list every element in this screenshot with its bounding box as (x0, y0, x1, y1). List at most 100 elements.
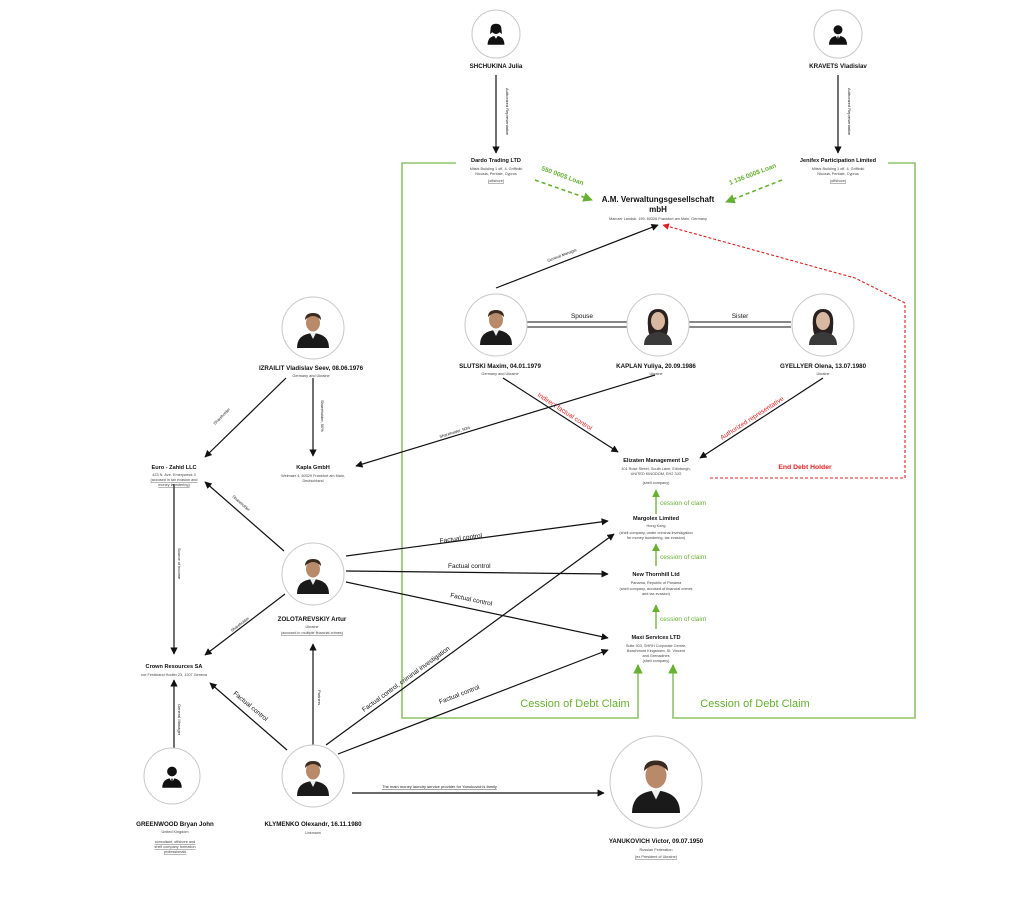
person-note: (ex President of Ukraine) (635, 855, 678, 859)
company-address-line-1: Weimaer 4, 60329 Frankfurt am Main, (281, 474, 345, 478)
edge-gyellyer-elizaten (699, 377, 824, 459)
company-crown: Crown Resources SA rue Ferdinand Hodler … (141, 664, 208, 677)
company-address-line-1: Mitsis Building 1 off. 4, Griffiniki (812, 167, 865, 171)
cession-debt-label-1: Cession of Debt Claim (520, 698, 629, 710)
cession-debt-frame-left (401, 162, 643, 719)
edge-klymenko-crown (209, 682, 288, 751)
edge-slutski-am (495, 223, 659, 289)
edge-zolotarevskiy-euro (204, 481, 285, 552)
company-address-line-1: Suite 303, SHRH Corporate Centre, (626, 644, 686, 648)
edge-label-zol-euro: Shareholder (231, 494, 251, 513)
person-country: Ukraine (649, 372, 662, 376)
person-slutski: SLUTSKI Maxim, 04.01.1979 Germany and Uk… (459, 293, 541, 376)
company-note-line-2: money laundering) (158, 483, 190, 487)
person-gyellyer: GYELLYER Olena, 13.07.1980 Ukraine (780, 293, 867, 376)
company-note: (offshore) (488, 179, 505, 183)
person-kravets: KRAVETS Vladislav (809, 9, 867, 70)
company-note: (shell company) (643, 659, 671, 663)
edge-klymenko-margolex (325, 533, 615, 746)
person-shchukina: SHCHUKINA Julia (470, 9, 523, 70)
company-name: Crown Resources SA (146, 664, 203, 670)
company-elizaten: Elizaten Management LP 101 Rose Street, … (621, 458, 690, 485)
person-name: ZOLOTAREVSKIY Artur (278, 616, 347, 623)
edge-kaplan-kapla (355, 374, 656, 468)
company-address: Mainzer Landstr. 195, 60326 Frankfurt am… (609, 217, 707, 221)
company-note-line-2: and tax evasion) (642, 592, 671, 596)
person-country: Germany and Ukraine (481, 372, 518, 376)
edge-label-izr-kapla: Shareholder, 50% (320, 400, 325, 432)
edge-klymenko-maxi (337, 648, 609, 755)
edge-label-partners: Partners (317, 690, 322, 705)
edge-label-fc-criminal: Factual control, criminal investigation (361, 645, 452, 714)
person-klymenko: KLYMENKO Olexandr, 16.11.1980 Unknown (264, 744, 362, 835)
edge-zol-maxi (345, 581, 609, 641)
edge-label-sister: Sister (732, 313, 749, 320)
edge-label-cession-2: cession of claim (660, 554, 706, 561)
person-country: United Kingdom (161, 830, 188, 834)
company-address-line-1: 423 N. Ave. Emeryweck 3 (152, 473, 195, 477)
person-name: YANUKOVICH Victor, 09.07.1950 (609, 838, 704, 845)
edge-loan-2 (725, 179, 783, 204)
company-note-line-1: (shell company, accused of financial cri… (620, 587, 693, 591)
company-jenifex: Jenifex Participation Limited Mitsis Bui… (800, 158, 877, 183)
company-name: New Thornhill Ltd (632, 572, 680, 578)
company-note-line-1: (shell company, under criminal investiga… (619, 531, 692, 535)
person-note: (accused in multiple financial crimes) (281, 631, 344, 635)
company-name: Elizaten Management LP (623, 458, 689, 464)
company-address-line-2: UNITED KINGDOM, EH2 3JG (631, 472, 682, 476)
edge-label-general-manager: General Manager (547, 247, 578, 263)
person-country: Ukraine (305, 625, 318, 629)
edge-label-indirect-control: Indirect factual control (536, 392, 594, 433)
edge-label-loan-1: 550 000$ Loan (540, 165, 584, 187)
person-izrailit: IZRAILIT Vladislav Seev, 08.06.1976 Germ… (259, 296, 364, 378)
company-name-line-2: mbH (649, 205, 667, 214)
company-name: Jenifex Participation Limited (800, 158, 877, 164)
company-address-line-1: 101 Rose Street, South Lane, Edinburgh, (621, 467, 690, 471)
company-address-line-2: Deutschland (302, 479, 323, 483)
company-address-line-1: Panama, Republic of Panama (631, 581, 682, 585)
edge-zol-margolex (345, 518, 609, 557)
edge-label-spouse: Spouse (571, 313, 593, 320)
company-address-line-3: and Grenadines (642, 654, 669, 658)
edge-izrailit-euro (204, 377, 287, 458)
person-country: Ukraine (816, 372, 829, 376)
company-address-line-2: Beachmont Kingstown, St. Vincent (627, 649, 686, 653)
person-note-line-2: shell company formation (154, 845, 195, 849)
company-name-line-1: A.M. Verwaltungsgesellschaft (602, 195, 715, 204)
company-note-line-1: (accused in tax evasion and (150, 478, 197, 482)
cession-debt-label-2: Cession of Debt Claim (700, 698, 809, 710)
edge-label-auth-rep-1: Authorized Representative (505, 88, 510, 136)
edge-label-cession-1: cession of claim (660, 500, 706, 507)
company-margolex: Margolex Limited Hong Kong (shell compan… (619, 516, 692, 540)
company-maxi: Maxi Services LTD Suite 303, SHRH Corpor… (626, 635, 686, 663)
edge-loan-1 (534, 179, 593, 202)
edge-label-end-debt-holder: End Debt Holder (778, 464, 832, 471)
edge-label-authorized-rep: Authorized representative (719, 395, 785, 441)
edge-label-cession-3: cession of claim (660, 616, 706, 623)
person-name: KLYMENKO Olexandr, 16.11.1980 (264, 821, 362, 828)
company-kapla: Kapla GmbH Weimaer 4, 60329 Frankfurt am… (281, 465, 345, 483)
edge-label-fc-2: Factual control (448, 563, 491, 570)
person-name: KAPLAN Yuliya, 20.09.1986 (616, 363, 696, 370)
company-am: A.M. Verwaltungsgesellschaft mbH Mainzer… (602, 195, 715, 221)
edge-end-debt-holder (662, 223, 906, 479)
person-note-line-1: consultant, offshore and (155, 840, 195, 844)
company-note-line-2: for money laundering, tax evasion) (627, 536, 686, 540)
company-note: (offshore) (830, 179, 847, 183)
company-name: Margolex Limited (633, 516, 680, 522)
person-note-line-3: professionals (164, 850, 186, 854)
person-name: IZRAILIT Vladislav Seev, 08.06.1976 (259, 365, 364, 372)
company-euro: Euro - Zahid LLC 423 N. Ave. Emeryweck 3… (150, 465, 197, 487)
company-address-line-1: Hong Kong (647, 524, 666, 528)
person-name: SHCHUKINA Julia (470, 63, 523, 70)
person-name: KRAVETS Vladislav (809, 63, 867, 70)
company-address-line-2: Nicosia, Pentale, Cyprus (475, 172, 517, 176)
person-greenwood: GREENWOOD Bryan John United Kingdom cons… (136, 747, 214, 854)
edge-zol-newthornhill (345, 570, 609, 578)
company-dardo: Dardo Trading LTD Mitsis Building 1 off.… (470, 158, 523, 183)
person-name: SLUTSKI Maxim, 04.01.1979 (459, 363, 541, 370)
person-zolotarevskiy: ZOLOTAREVSKIY Artur Ukraine (accused in … (278, 542, 347, 635)
person-country: Unknown (305, 831, 321, 835)
company-newthornhill: New Thornhill Ltd Panama, Republic of Pa… (620, 572, 693, 596)
